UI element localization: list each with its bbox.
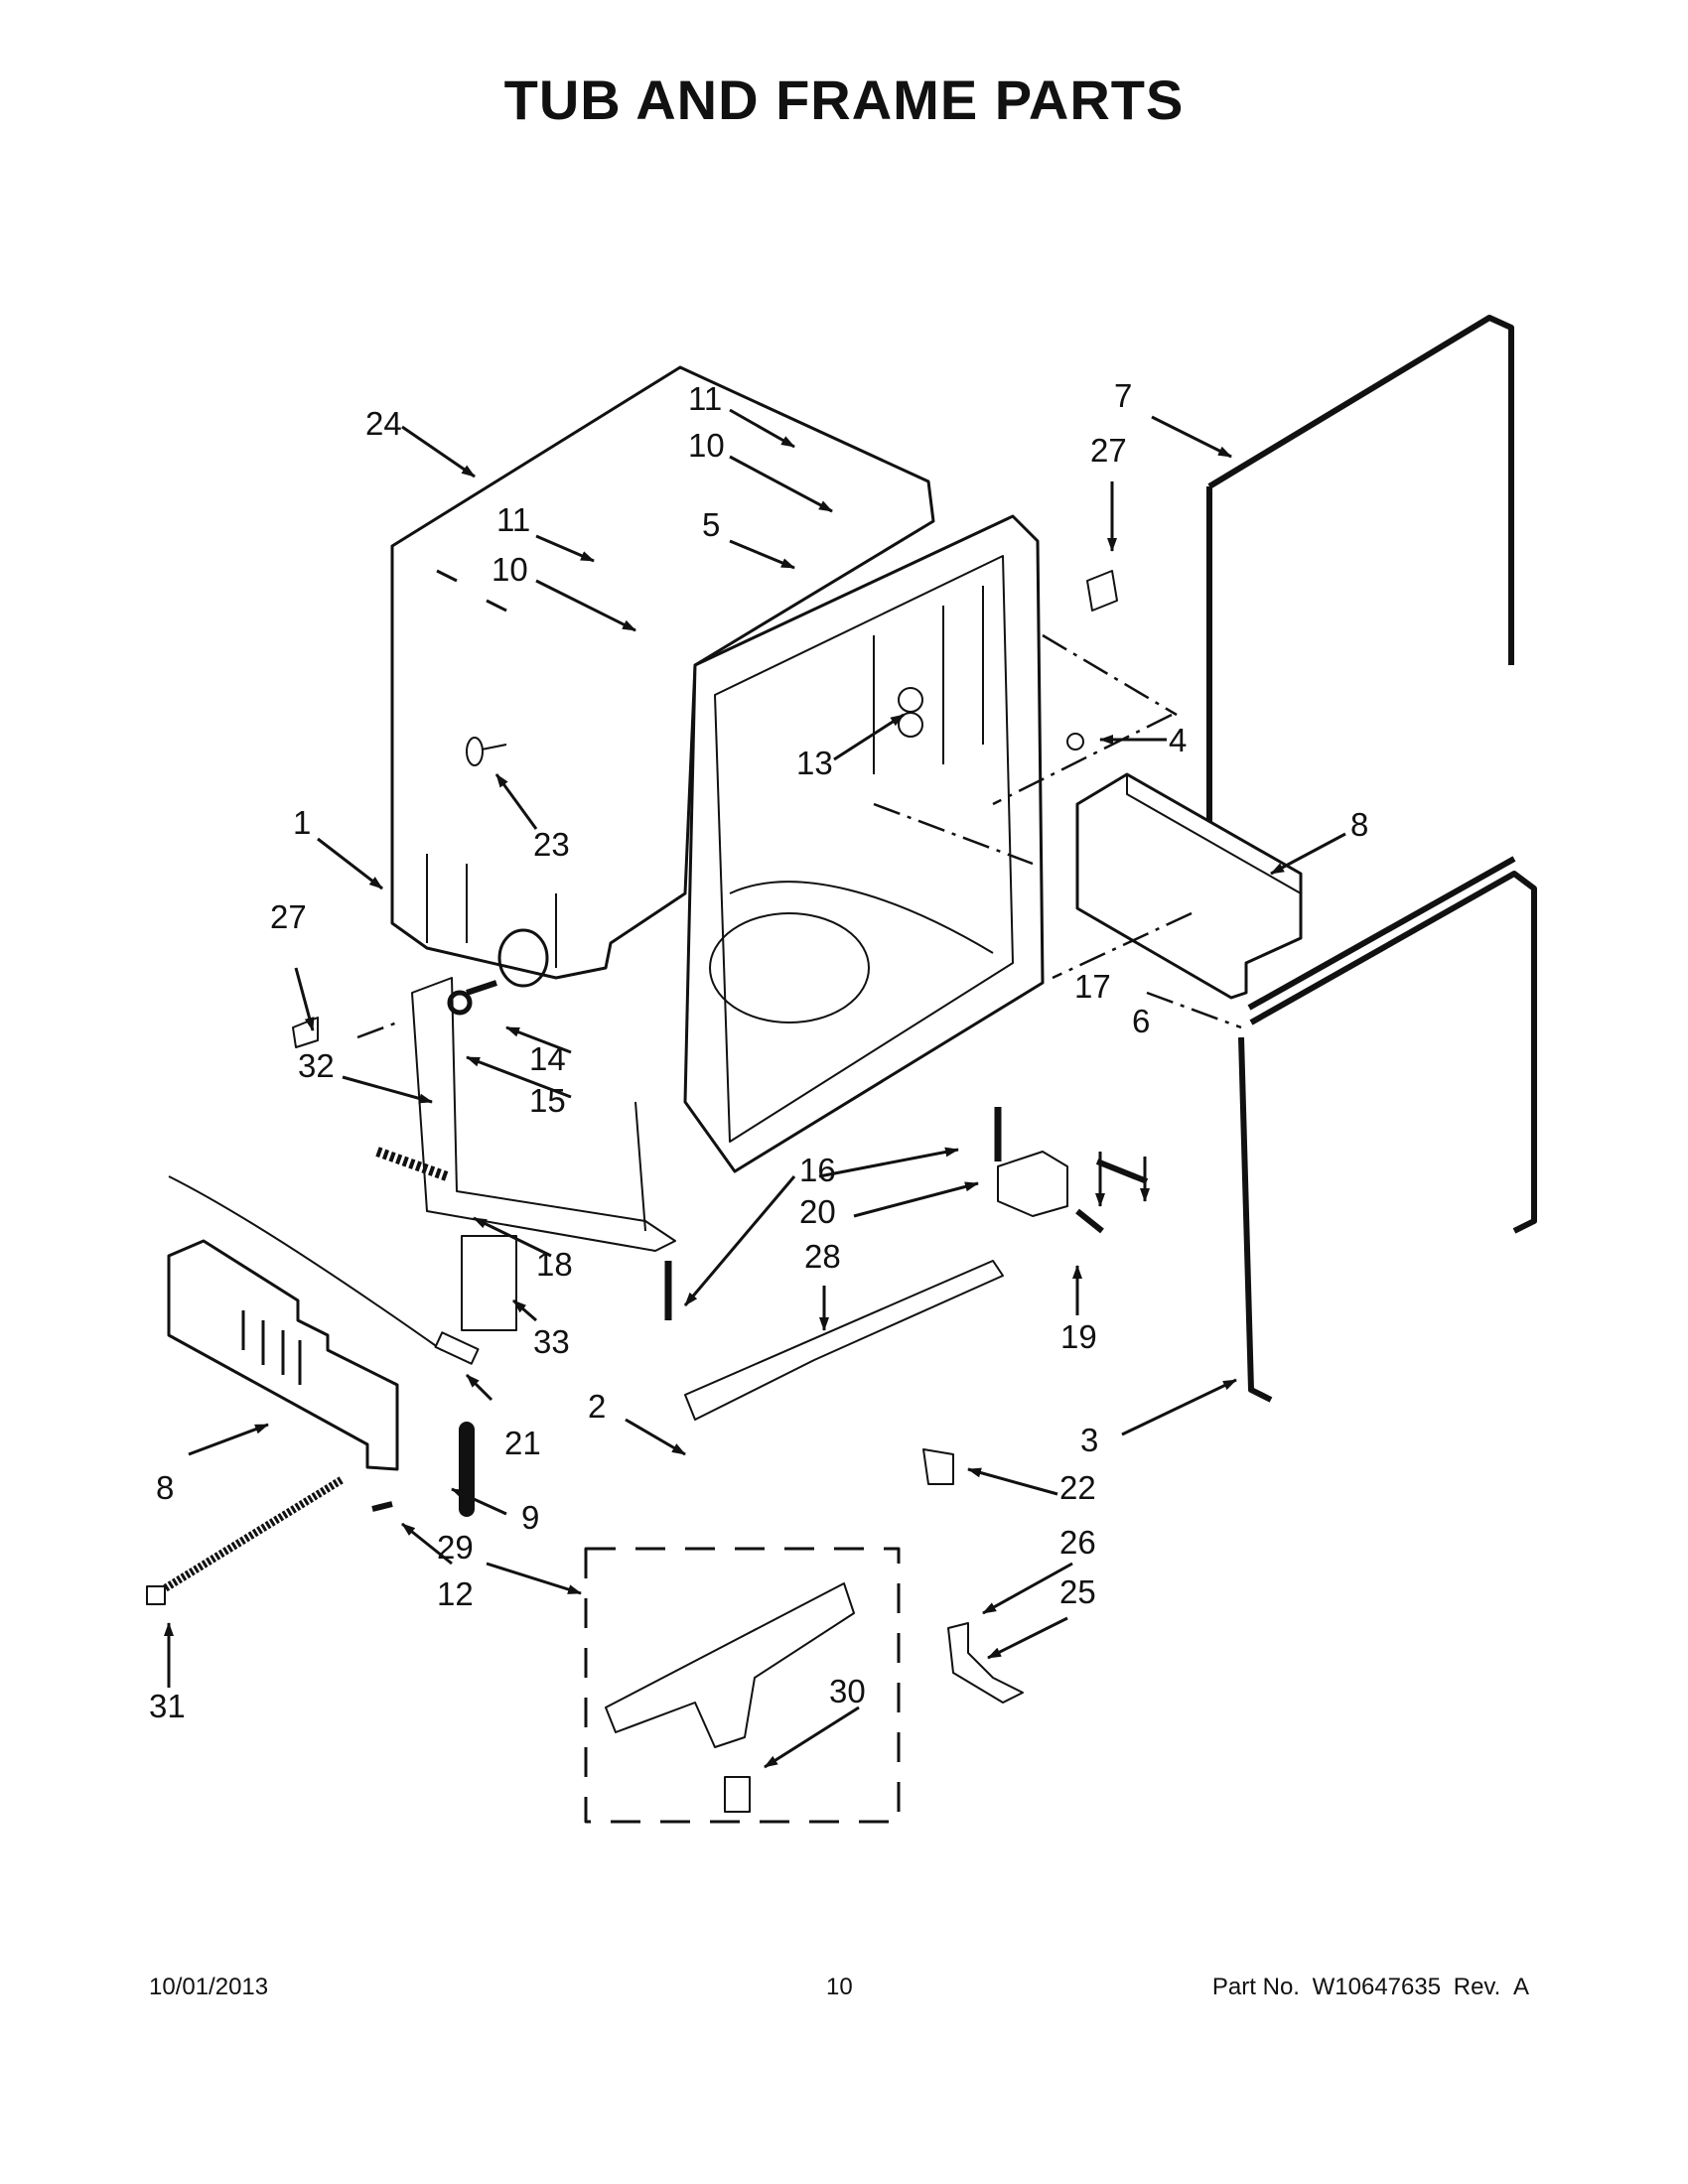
cable-tie xyxy=(154,1475,346,1597)
callout-25: 25 xyxy=(1059,1573,1096,1610)
callout-30: 30 xyxy=(829,1673,866,1709)
footer-date: 10/01/2013 xyxy=(149,1974,269,2000)
part-number: W10647635 xyxy=(1312,1974,1442,2000)
footer-part-number: Part No. W10647635 Rev. A xyxy=(1206,1974,1529,2001)
callout-31: 31 xyxy=(149,1688,186,1724)
callout-5: 5 xyxy=(702,506,720,543)
callout-33: 33 xyxy=(533,1323,570,1360)
callout-11-top: 11 xyxy=(688,380,722,417)
rev-value: A xyxy=(1512,1974,1529,2000)
assembly-group-box xyxy=(584,1547,901,1824)
callout-14: 14 xyxy=(529,1040,566,1077)
callout-26: 26 xyxy=(1059,1524,1096,1561)
callout-23: 23 xyxy=(533,826,570,863)
callout-2: 2 xyxy=(588,1388,606,1425)
tub-assembly xyxy=(390,365,1045,1173)
callout-13: 13 xyxy=(796,745,833,781)
callout-15: 15 xyxy=(529,1082,566,1119)
callout-17: 17 xyxy=(1074,968,1111,1005)
bracket xyxy=(997,1151,1068,1217)
callout-27: 27 xyxy=(270,898,307,935)
side-panel-left xyxy=(167,1239,399,1471)
callout-19: 19 xyxy=(1060,1318,1097,1355)
callout-21: 21 xyxy=(504,1425,541,1461)
callout-24: 24 xyxy=(365,405,402,442)
callout-28: 28 xyxy=(804,1238,841,1275)
callout-20: 20 xyxy=(799,1193,836,1230)
callout-7: 7 xyxy=(1114,377,1132,414)
callout-11: 11 xyxy=(496,501,530,538)
callout-1: 1 xyxy=(293,804,311,841)
shield xyxy=(684,1260,1004,1421)
footer-page-number: 10 xyxy=(826,1974,853,2000)
callout-27-top: 27 xyxy=(1090,432,1127,469)
tub-gasket xyxy=(1238,856,1537,1403)
callout-29: 29 xyxy=(437,1529,474,1566)
frame-rail-left xyxy=(411,977,676,1252)
callout-6: 6 xyxy=(1132,1003,1150,1039)
callout-labels: 24 11 10 7 27 11 10 5 4 13 23 1 8 27 17 … xyxy=(149,377,1368,1724)
label-card xyxy=(461,1235,517,1331)
callout-10-top: 10 xyxy=(688,427,725,464)
callout-18: 18 xyxy=(536,1246,573,1283)
callout-8-right: 8 xyxy=(1350,806,1368,843)
side-panel-right xyxy=(1075,772,1303,1000)
callout-16: 16 xyxy=(799,1152,836,1188)
rev-label: Rev. xyxy=(1453,1974,1501,2000)
callout-22: 22 xyxy=(1059,1469,1096,1506)
door-seal-top xyxy=(1207,315,1514,665)
callout-10: 10 xyxy=(492,551,528,588)
callout-3: 3 xyxy=(1080,1422,1098,1458)
part-label: Part No. xyxy=(1211,1974,1300,2000)
wire-harness xyxy=(168,1175,443,1351)
page-title: TUB AND FRAME PARTS xyxy=(503,68,1185,131)
spring xyxy=(375,1147,449,1181)
callout-12: 12 xyxy=(437,1575,474,1612)
callout-9: 9 xyxy=(521,1499,539,1536)
callout-8-left: 8 xyxy=(156,1469,174,1506)
callout-32: 32 xyxy=(298,1047,335,1084)
callout-4: 4 xyxy=(1169,722,1187,758)
